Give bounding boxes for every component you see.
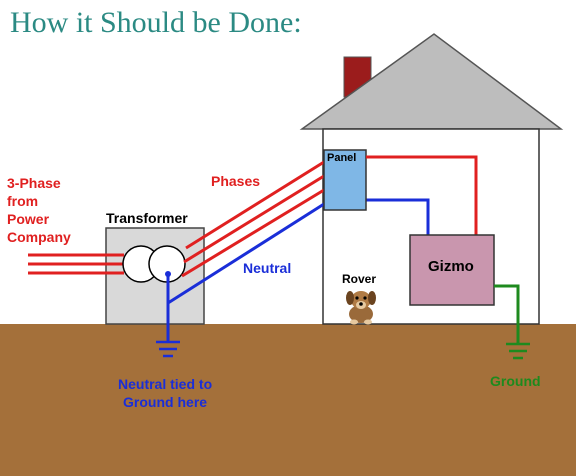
neutral-label: Neutral [243,260,292,276]
gizmo-device [409,234,495,306]
panel-label: Panel [327,152,357,164]
source-label-line: Company [7,229,71,245]
ground-wire [494,284,520,344]
phase-wires-to-panel [181,160,325,278]
ground-symbol-icon [156,340,180,358]
source-label-line: 3-Phase [7,175,61,191]
neutral-tied-label: Neutral tied to Ground here [118,375,212,411]
electrical-panel [323,149,367,211]
source-label-line: Power [7,211,50,227]
neutral-tied-line: Ground here [123,394,208,410]
rover-label: Rover [342,272,377,286]
transformer-symbol-icon [122,245,186,283]
transformer-label: Transformer [106,210,188,226]
earth-ground [0,324,576,476]
source-label: 3-Phase from Power Company [7,174,71,246]
neutral-tied-line: Neutral tied to [118,376,213,392]
ground-label: Ground [490,373,541,389]
source-label-line: from [7,193,39,209]
house-roof [299,33,564,130]
incoming-phase-wires [28,253,124,275]
ground-symbol-icon [506,342,530,360]
page-title: How it Should be Done: [10,6,302,39]
phase-wire-to-gizmo [366,155,478,235]
dog-icon [346,291,376,325]
phases-label: Phases [211,173,261,189]
gizmo-label: Gizmo [428,258,474,275]
neutral-wires [166,198,430,342]
